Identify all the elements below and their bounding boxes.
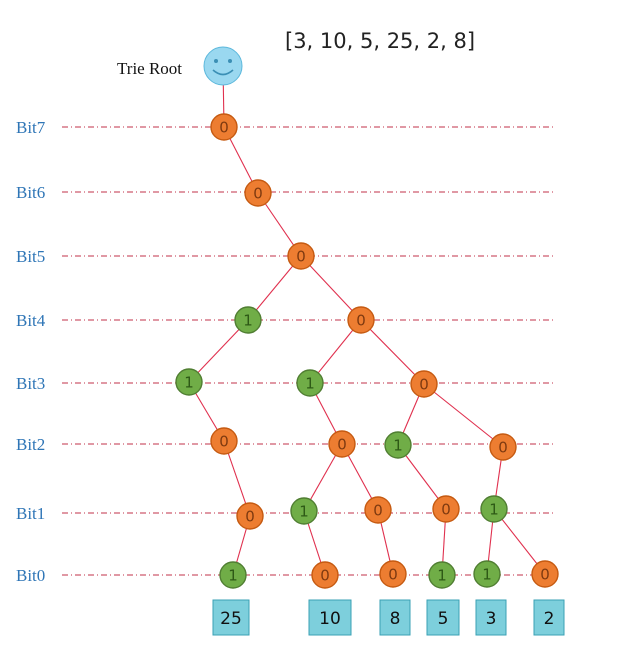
leaf-value-box-5: 5	[426, 599, 460, 636]
trie-root-smiley-icon	[203, 46, 243, 86]
trie-node-label: 0	[253, 185, 263, 203]
bit-label-2: Bit2	[16, 435, 45, 454]
leaf-value-box-8: 8	[379, 599, 411, 636]
leaf-value-text: 8	[390, 609, 401, 629]
trie-node-b1-1a: 1	[290, 497, 318, 525]
trie-node-b5: 0	[287, 242, 315, 270]
trie-edge	[423, 383, 504, 448]
trie-node-label: 1	[243, 312, 253, 330]
bit-label-7: Bit7	[16, 118, 46, 137]
trie-node-b3-0: 0	[410, 370, 438, 398]
bit-label-3: Bit3	[16, 374, 45, 393]
trie-edge	[360, 319, 425, 385]
trie-node-label: 0	[498, 439, 508, 457]
trie-node-label: 1	[299, 503, 309, 521]
bit-label-6: Bit6	[16, 183, 45, 202]
trie-node-b2-0c: 0	[489, 433, 517, 461]
trie-edge	[247, 255, 302, 321]
leaf-value-box-25: 25	[212, 599, 250, 636]
leaf-value-text: 10	[319, 609, 341, 629]
trie-node-label: 0	[356, 312, 366, 330]
trie-node-label: 0	[219, 433, 229, 451]
bit-label-5: Bit5	[16, 247, 45, 266]
trie-node-label: 0	[219, 119, 229, 137]
trie-node-b4-0: 0	[347, 306, 375, 334]
leaf-value-text: 5	[438, 609, 449, 629]
trie-node-label: 0	[320, 567, 330, 585]
trie-node-b0-25: 1	[219, 561, 247, 589]
trie-node-b0-2: 0	[531, 560, 559, 588]
trie-node-label: 0	[419, 376, 429, 394]
leaf-value-text: 25	[220, 609, 242, 629]
trie-node-label: 0	[388, 566, 398, 584]
trie-root-label: Trie Root	[117, 59, 182, 78]
trie-node-b2-1: 1	[384, 431, 412, 459]
trie-node-b1-1b: 1	[480, 495, 508, 523]
trie-node-b0-8: 0	[379, 560, 407, 588]
trie-node-label: 1	[228, 567, 238, 585]
values-title: [3, 10, 5, 25, 2, 8]	[285, 29, 475, 53]
leaf-value-box-2: 2	[533, 599, 565, 636]
trie-node-b1-0b: 0	[364, 496, 392, 524]
bit-label-4: Bit4	[16, 311, 46, 330]
trie-node-b3-1b: 1	[296, 369, 324, 397]
trie-node-b7: 0	[210, 113, 238, 141]
trie-node-label: 0	[245, 508, 255, 526]
trie-node-label: 0	[540, 566, 550, 584]
trie-node-b2-0a: 0	[210, 427, 238, 455]
bit-label-1: Bit1	[16, 504, 45, 523]
trie-node-label: 1	[393, 437, 403, 455]
trie-node-label: 0	[296, 248, 306, 266]
trie-node-b1-0c: 0	[432, 495, 460, 523]
leaf-value-box-3: 3	[475, 599, 507, 636]
leaf-value-box-10: 10	[308, 599, 352, 636]
trie-node-b2-0b: 0	[328, 430, 356, 458]
trie-node-b4-1: 1	[234, 306, 262, 334]
trie-node-b6: 0	[244, 179, 272, 207]
trie-node-label: 1	[305, 375, 315, 393]
trie-node-label: 1	[184, 374, 194, 392]
trie-node-b0-3: 1	[473, 560, 501, 588]
trie-node-label: 0	[337, 436, 347, 454]
trie-edge	[188, 319, 249, 383]
trie-edge	[300, 255, 362, 321]
bit-label-0: Bit0	[16, 566, 45, 585]
trie-edge	[493, 508, 546, 575]
trie-node-label: 1	[489, 501, 499, 519]
leaf-value-text: 3	[486, 609, 497, 629]
leaf-value-text: 2	[544, 609, 555, 629]
trie-node-label: 0	[441, 501, 451, 519]
trie-node-b3-1a: 1	[175, 368, 203, 396]
trie-node-label: 1	[437, 567, 447, 585]
trie-node-label: 1	[482, 566, 492, 584]
trie-node-label: 0	[373, 502, 383, 520]
trie-node-b0-10: 0	[311, 561, 339, 589]
trie-node-b0-5: 1	[428, 561, 456, 589]
trie-node-b1-0a: 0	[236, 502, 264, 530]
